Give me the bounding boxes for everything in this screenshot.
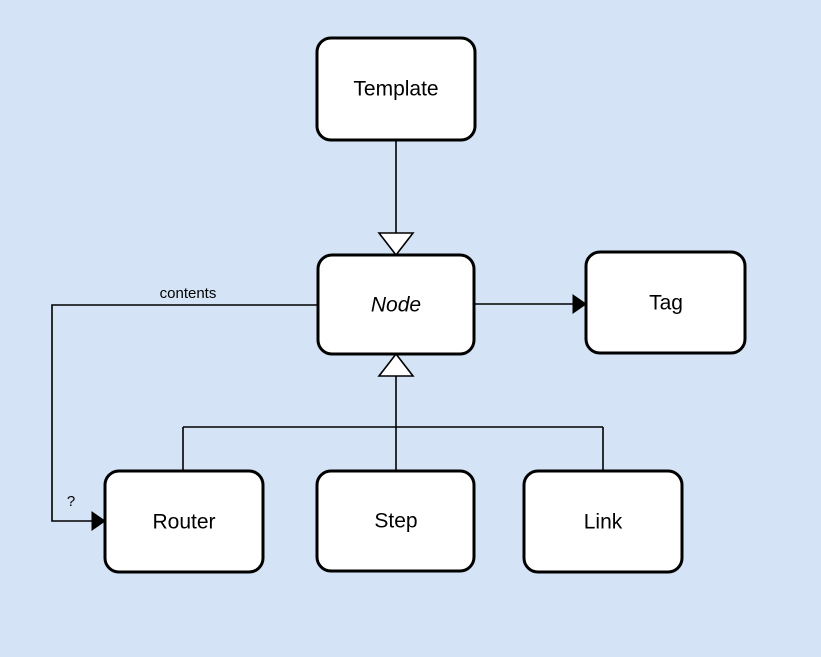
class-box-step-rect	[315, 469, 476, 573]
class-box-router-label: Router	[152, 511, 215, 534]
class-box-link[interactable]: Link	[522, 469, 684, 574]
class-box-template[interactable]: Template	[315, 36, 477, 142]
class-box-router-rect	[103, 469, 265, 574]
class-box-node[interactable]: Node	[316, 253, 476, 356]
class-box-tag-rect	[584, 250, 747, 355]
edge-node-to-tag[interactable]	[474, 294, 587, 314]
class-box-node-label: Node	[371, 294, 421, 317]
edge-line-contents-route	[51, 304, 318, 522]
class-box-node-rect	[316, 253, 476, 356]
filled-triangle-arrowhead-icon	[572, 294, 587, 314]
class-box-link-rect	[522, 469, 684, 574]
class-box-step-label: Step	[374, 510, 417, 533]
class-box-tag-label: Tag	[649, 292, 683, 315]
class-box-template-label: Template	[353, 78, 438, 101]
filled-triangle-arrowhead-icon	[91, 511, 106, 531]
hollow-triangle-arrowhead-icon	[377, 232, 415, 257]
class-box-step[interactable]: Step	[315, 469, 476, 573]
edge-label-question: ?	[67, 493, 75, 510]
class-box-link-label: Link	[584, 511, 623, 534]
class-box-template-rect	[315, 36, 477, 142]
edge-node-contents-to-router[interactable]: contents ?	[51, 285, 318, 531]
class-box-tag[interactable]: Tag	[584, 250, 747, 355]
edge-subclasses-to-node[interactable]	[182, 352, 604, 471]
class-box-router[interactable]: Router	[103, 469, 265, 574]
edge-label-contents: contents	[160, 285, 217, 302]
edge-template-to-node[interactable]	[377, 140, 415, 257]
hollow-triangle-arrowhead-icon	[377, 352, 415, 377]
